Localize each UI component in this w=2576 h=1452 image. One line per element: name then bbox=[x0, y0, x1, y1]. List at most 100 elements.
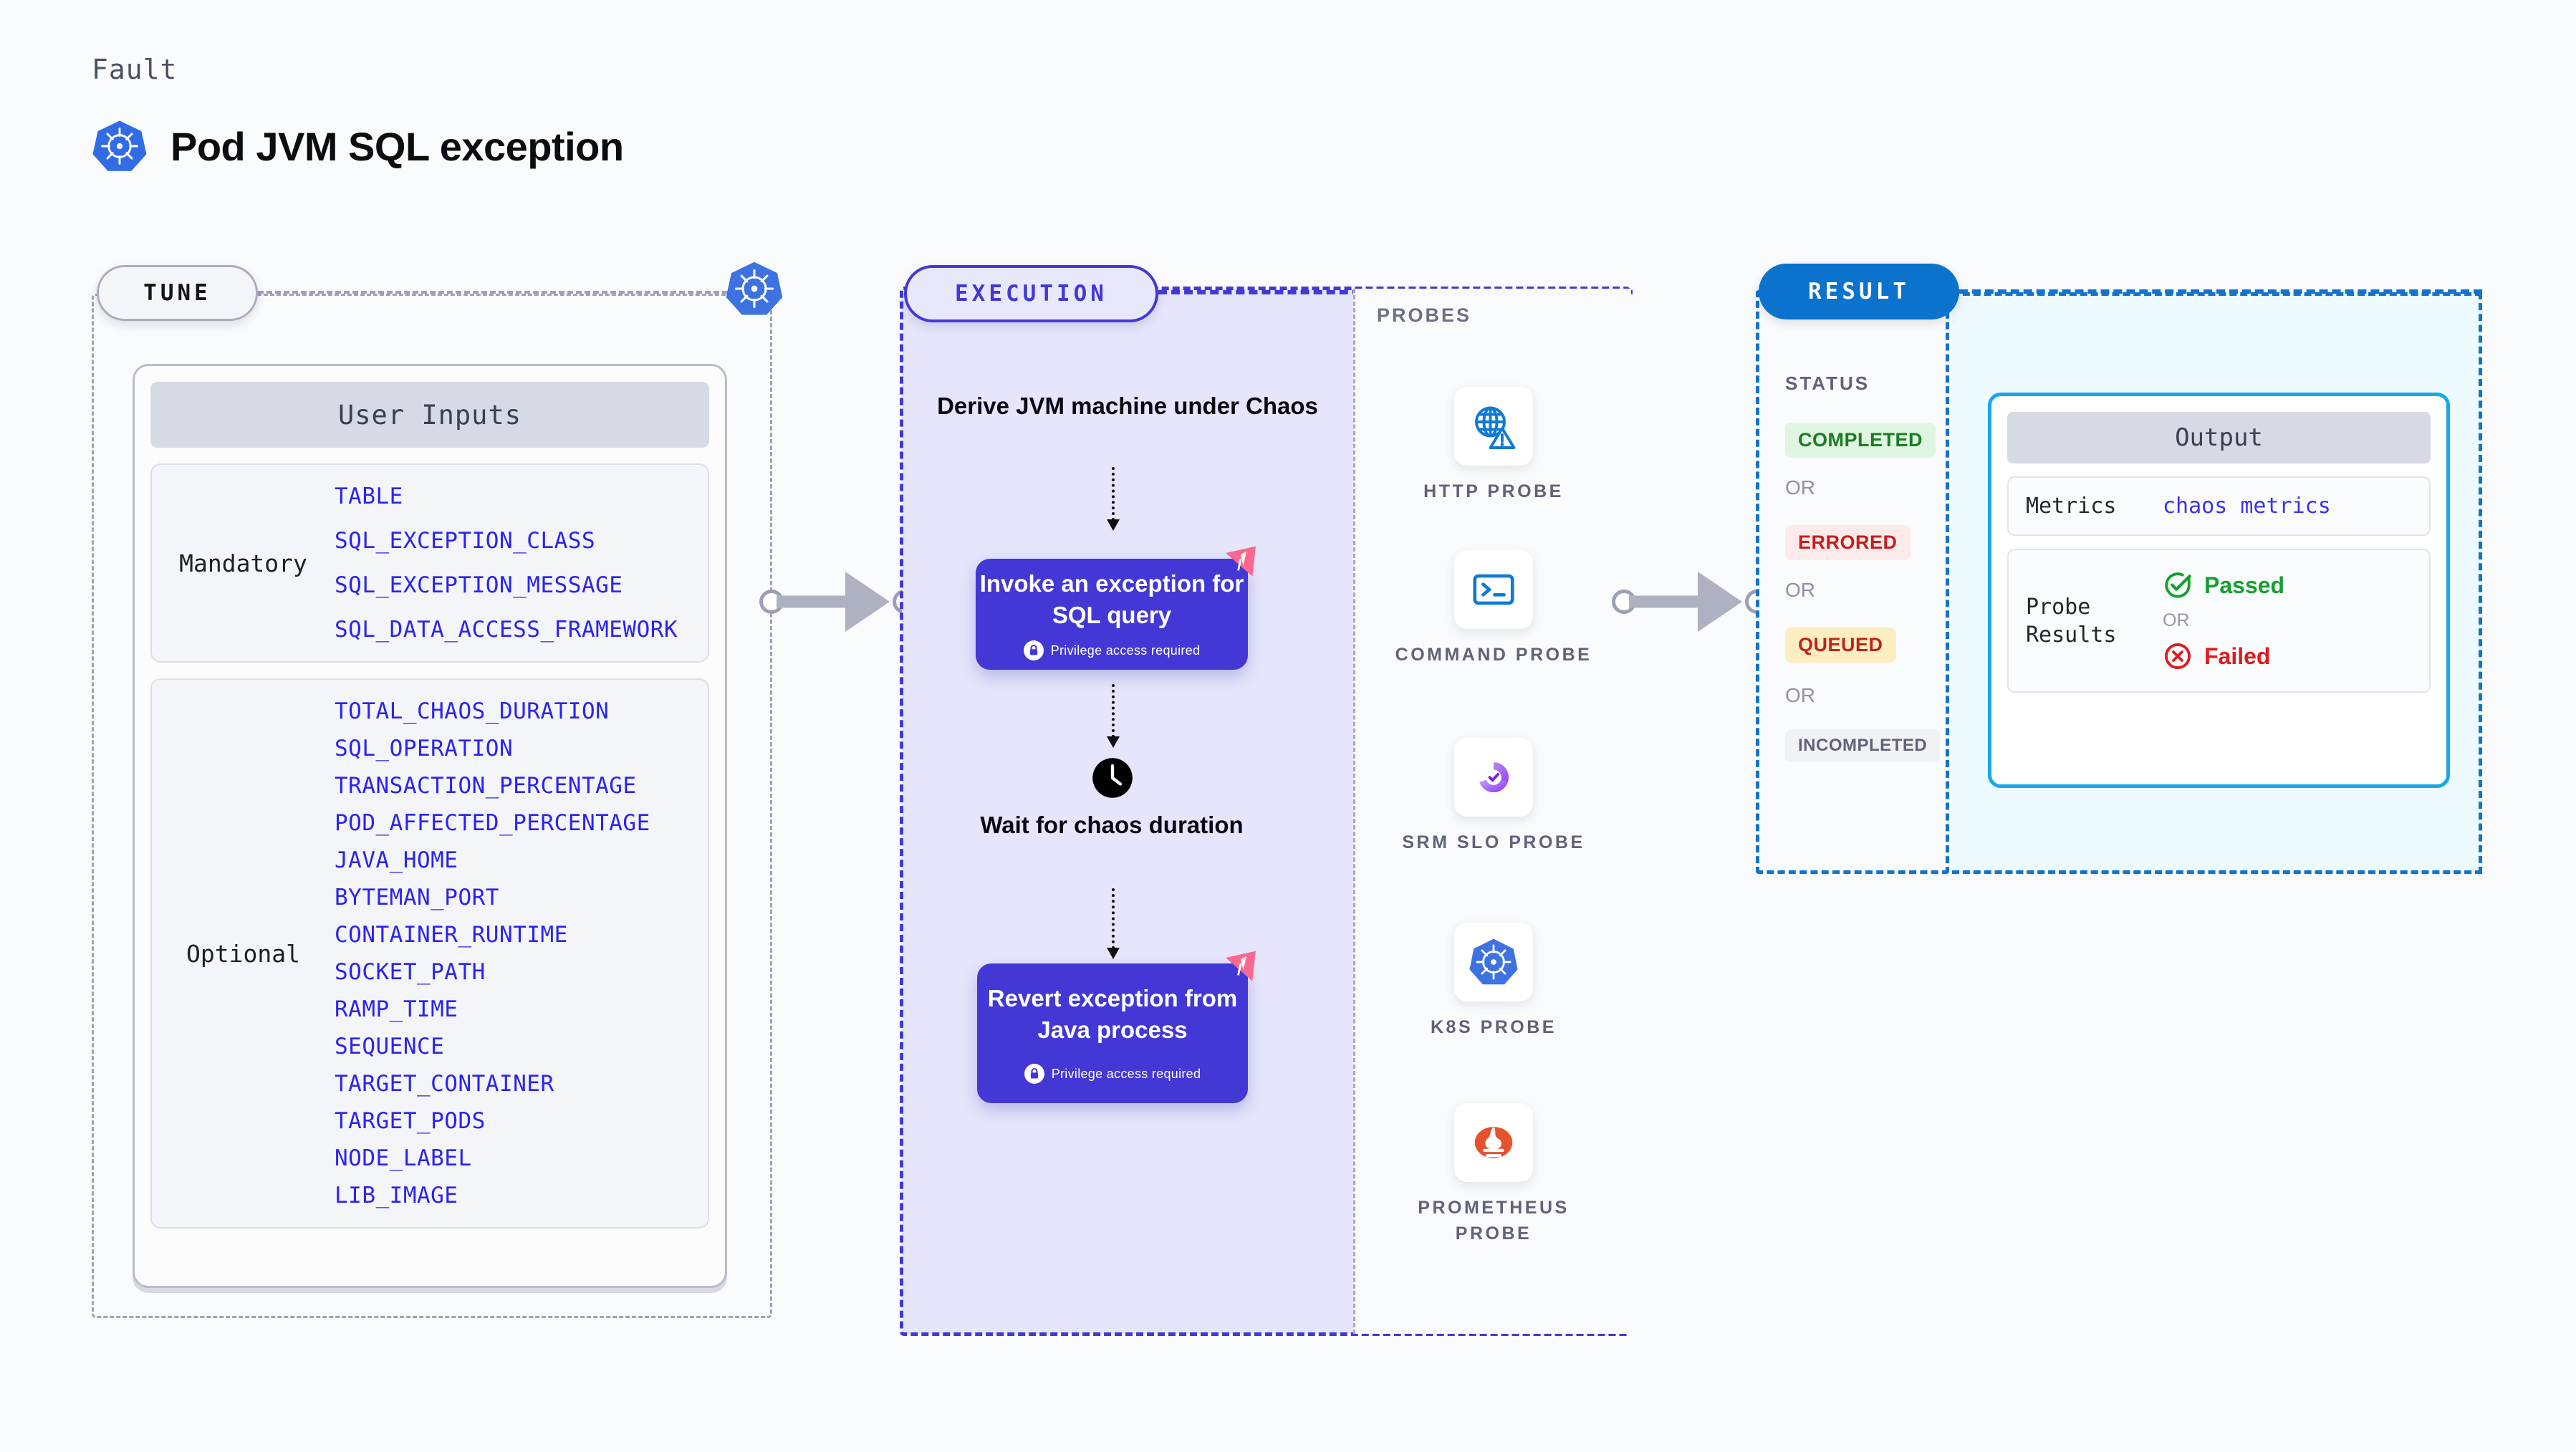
privilege-text: Privilege access required bbox=[1050, 643, 1201, 658]
status-title: STATUS bbox=[1785, 372, 1870, 394]
action-card-invoke-title: Invoke an exception for SQL query bbox=[979, 569, 1244, 628]
execution-pill[interactable]: EXECUTION bbox=[904, 265, 1158, 322]
kubernetes-icon bbox=[92, 120, 147, 171]
param-item[interactable]: SQL_EXCEPTION_MESSAGE bbox=[335, 572, 623, 598]
probe-tile bbox=[1454, 1103, 1533, 1182]
param-item[interactable]: TABLE bbox=[335, 484, 403, 509]
privilege-row: Privilege access required bbox=[1024, 1064, 1201, 1085]
probes-label: PROBES bbox=[1377, 304, 1472, 326]
probe-k8s[interactable]: K8S PROBE bbox=[1386, 923, 1601, 1040]
probe-name: PROMETHEUS PROBE bbox=[1418, 1198, 1570, 1244]
result-panel bbox=[1756, 290, 1949, 874]
page-title-text: Pod JVM SQL exception bbox=[170, 123, 624, 169]
status-or: OR bbox=[1785, 684, 1815, 706]
param-group-mandatory: Mandatory TABLE SQL_EXCEPTION_CLASS SQL_… bbox=[150, 463, 709, 663]
param-item[interactable]: BYTEMAN_PORT bbox=[335, 885, 499, 910]
fault-kicker: Fault bbox=[92, 54, 178, 85]
connector-arrowhead bbox=[845, 572, 890, 632]
param-item[interactable]: SEQUENCE bbox=[335, 1034, 445, 1059]
probe-results-values: Passed OR Failed bbox=[2163, 570, 2284, 671]
litmus-badge-icon bbox=[1226, 546, 1256, 577]
status-or: OR bbox=[1785, 476, 1815, 499]
param-item[interactable]: SQL_OPERATION bbox=[335, 736, 514, 761]
probe-name: SRM SLO PROBE bbox=[1402, 832, 1585, 852]
status-badge-queued: QUEUED bbox=[1785, 628, 1896, 663]
param-item[interactable]: TARGET_PODS bbox=[335, 1108, 486, 1134]
output-row-probe-results: Probe Results Passed OR Failed bbox=[2007, 549, 2431, 693]
execution-step-wait: Wait for chaos duration bbox=[980, 812, 1244, 838]
user-inputs-card: User Inputs Mandatory TABLE SQL_EXCEPTIO… bbox=[133, 364, 727, 1288]
probe-result-passed: Passed bbox=[2163, 570, 2284, 600]
probe-result-failed-label: Failed bbox=[2204, 643, 2271, 669]
probe-http[interactable]: HTTP PROBE bbox=[1386, 387, 1601, 504]
result-pill[interactable]: RESULT bbox=[1759, 264, 1959, 319]
probe-tile bbox=[1454, 738, 1533, 817]
status-or: OR bbox=[1785, 579, 1815, 601]
action-card-revert[interactable]: Revert exception from Java process Privi… bbox=[977, 951, 1256, 1103]
output-row-metrics: Metrics chaos metrics bbox=[2007, 476, 2431, 536]
execution-fill bbox=[902, 289, 1353, 1334]
lock-icon bbox=[1023, 640, 1044, 661]
param-item[interactable]: TRANSACTION_PERCENTAGE bbox=[335, 773, 637, 799]
group-label-optional: Optional bbox=[186, 939, 300, 968]
check-circle-icon bbox=[2165, 572, 2191, 598]
clock-icon bbox=[1092, 758, 1133, 798]
srm-slo-icon bbox=[1479, 762, 1509, 792]
probe-tile bbox=[1454, 923, 1533, 1001]
tune-top-divider bbox=[258, 291, 745, 294]
status-badge-incompleted: INCOMPLETED bbox=[1785, 729, 1941, 762]
probe-result-or: OR bbox=[2163, 610, 2190, 630]
connector-arrowhead bbox=[1698, 572, 1742, 632]
execution-step-derive: Derive JVM machine under Chaos bbox=[937, 393, 1318, 419]
arrow-invoke-to-wait bbox=[1107, 684, 1120, 748]
terminal-icon bbox=[1473, 574, 1514, 605]
probe-tile bbox=[1454, 387, 1533, 466]
status-badge-completed: COMPLETED bbox=[1785, 423, 1936, 458]
param-item[interactable]: NODE_LABEL bbox=[335, 1145, 472, 1171]
output-value-metrics[interactable]: chaos metrics bbox=[2163, 494, 2331, 519]
kubernetes-icon bbox=[1469, 938, 1518, 985]
action-card-revert-title: Revert exception from Java process bbox=[987, 984, 1238, 1043]
action-card-invoke[interactable]: Invoke an exception for SQL query Privil… bbox=[976, 546, 1256, 670]
kubernetes-icon bbox=[726, 261, 783, 315]
probe-name: COMMAND PROBE bbox=[1395, 645, 1592, 665]
probe-name: HTTP PROBE bbox=[1423, 481, 1564, 501]
globe-warning-icon bbox=[1475, 406, 1516, 449]
lock-icon bbox=[1024, 1064, 1044, 1085]
tune-panel bbox=[92, 294, 772, 1318]
probe-srm-slo[interactable]: SRM SLO PROBE bbox=[1386, 738, 1601, 855]
output-card: Output Metrics chaos metrics Probe Resul… bbox=[1988, 393, 2450, 788]
prometheus-icon bbox=[1474, 1127, 1513, 1158]
param-item[interactable]: SOCKET_PATH bbox=[335, 959, 486, 985]
probe-name: K8S PROBE bbox=[1431, 1017, 1557, 1037]
param-item[interactable]: SQL_EXCEPTION_CLASS bbox=[335, 528, 596, 554]
litmus-badge-icon bbox=[1226, 951, 1256, 981]
param-item[interactable]: TOTAL_CHAOS_DURATION bbox=[335, 698, 610, 724]
param-item[interactable]: CONTAINER_RUNTIME bbox=[335, 922, 568, 948]
probe-result-passed-label: Passed bbox=[2204, 572, 2285, 598]
result-top-divider bbox=[1959, 289, 2482, 294]
probe-command[interactable]: COMMAND PROBE bbox=[1386, 550, 1601, 668]
tune-pill[interactable]: TUNE bbox=[97, 265, 258, 321]
page-title: Pod JVM SQL exception bbox=[92, 118, 624, 174]
probe-prometheus[interactable]: PROMETHEUS PROBE bbox=[1386, 1103, 1601, 1247]
param-item[interactable]: TARGET_CONTAINER bbox=[335, 1071, 554, 1097]
param-item[interactable]: POD_AFFECTED_PERCENTAGE bbox=[335, 810, 650, 836]
arrow-wait-to-revert bbox=[1107, 888, 1120, 959]
param-list-optional: TOTAL_CHAOS_DURATION SQL_OPERATION TRANS… bbox=[335, 698, 650, 1208]
output-header: Output bbox=[2007, 412, 2431, 463]
param-item[interactable]: JAVA_HOME bbox=[335, 847, 458, 873]
privilege-row: Privilege access required bbox=[1023, 640, 1201, 661]
privilege-text: Privilege access required bbox=[1051, 1066, 1201, 1081]
param-list-mandatory: TABLE SQL_EXCEPTION_CLASS SQL_EXCEPTION_… bbox=[335, 484, 678, 643]
probe-result-failed: Failed bbox=[2163, 641, 2284, 671]
param-item[interactable]: RAMP_TIME bbox=[335, 996, 458, 1022]
probe-tile bbox=[1454, 550, 1533, 629]
x-circle-icon bbox=[2164, 643, 2191, 670]
status-badge-errored: ERRORED bbox=[1785, 525, 1911, 560]
param-item[interactable]: SQL_DATA_ACCESS_FRAMEWORK bbox=[335, 617, 678, 643]
param-item[interactable]: LIB_IMAGE bbox=[335, 1183, 458, 1208]
connector-execution-result bbox=[1612, 569, 1769, 634]
group-label-mandatory: Mandatory bbox=[179, 549, 307, 577]
